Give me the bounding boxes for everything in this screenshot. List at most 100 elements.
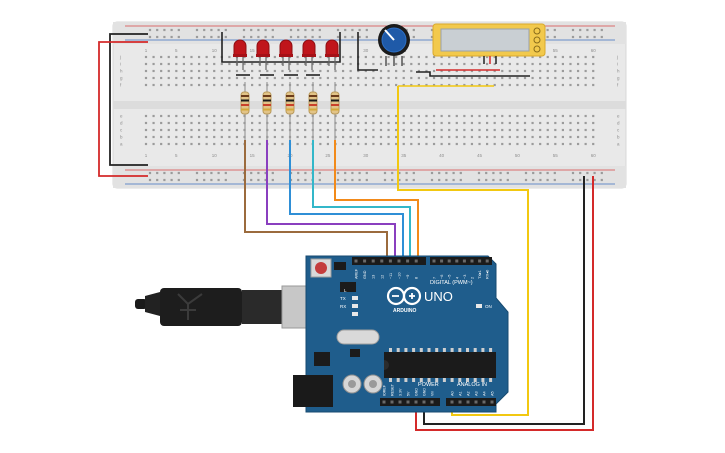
rail-hole (412, 35, 415, 39)
hole (235, 76, 239, 80)
potentiometer[interactable] (378, 24, 410, 66)
hole (554, 128, 557, 132)
hole (531, 62, 534, 66)
hole (190, 76, 193, 80)
hole (175, 121, 178, 125)
rail-hole (210, 28, 213, 32)
hole (235, 114, 239, 118)
hole (258, 121, 261, 125)
hole (523, 114, 527, 118)
hole (304, 135, 307, 139)
row-letter: i (617, 62, 618, 67)
row-letter: a (120, 142, 123, 147)
hole (167, 69, 170, 73)
hole (531, 83, 534, 87)
rail-hole (365, 178, 368, 182)
rail-hole (546, 171, 549, 175)
hole (584, 83, 587, 87)
hole (364, 83, 367, 87)
hole (349, 55, 352, 59)
hole (432, 55, 436, 59)
hole (205, 128, 208, 132)
hole (160, 121, 163, 125)
rail-hole (271, 35, 274, 39)
rail-hole (586, 178, 589, 182)
hole (205, 121, 208, 125)
hole (516, 114, 519, 118)
rail-hole (297, 171, 300, 175)
hole (493, 121, 496, 125)
hole (576, 69, 580, 73)
rail-hole (257, 28, 260, 32)
hole (160, 62, 163, 66)
hole (235, 83, 239, 87)
hole (319, 114, 322, 118)
hole (486, 62, 489, 66)
rail-hole (163, 171, 166, 175)
hole (576, 135, 580, 139)
hole (319, 142, 322, 146)
hole (251, 128, 254, 132)
rail-hole (289, 28, 293, 32)
hole (167, 76, 170, 80)
hole (395, 62, 398, 66)
rail-hole (600, 35, 603, 39)
column-number: 10 (212, 48, 218, 53)
hole (190, 114, 193, 118)
rail-hole (264, 28, 267, 32)
analog-header-label: ANALOG IN (457, 382, 487, 388)
hole (182, 76, 185, 80)
hole (251, 69, 254, 73)
hole (379, 76, 383, 80)
hole (364, 69, 367, 73)
power-pin-label: Vin (431, 391, 435, 396)
rail-hole (358, 171, 361, 175)
hole (296, 83, 299, 87)
hole (266, 62, 269, 66)
hole (508, 76, 511, 80)
hole (197, 76, 201, 80)
hole (592, 135, 595, 139)
rail-hole (203, 28, 206, 32)
hole (364, 121, 367, 125)
rail-hole (289, 35, 293, 39)
red-led (302, 39, 316, 70)
hole (379, 142, 383, 146)
hole (144, 121, 148, 125)
hole (296, 76, 299, 80)
atmega-chip (384, 352, 496, 378)
hole (152, 69, 155, 73)
hole (402, 76, 405, 80)
hole (220, 121, 223, 125)
hole (576, 142, 580, 146)
hole (561, 114, 564, 118)
power-pin-label: IOREF (383, 384, 387, 396)
hole (341, 69, 345, 73)
rail-hole (148, 35, 152, 39)
rail-hole (365, 28, 368, 32)
hole (235, 121, 239, 125)
hole (235, 142, 239, 146)
column-number: 15 (250, 153, 256, 158)
hole (440, 114, 443, 118)
hole (508, 128, 511, 132)
hole (220, 83, 223, 87)
hole (152, 114, 155, 118)
hole (440, 69, 443, 73)
row-letter: a (617, 142, 620, 147)
hole (561, 55, 564, 59)
digital-pin-label: 2 (471, 277, 475, 279)
hole (304, 128, 307, 132)
hole (592, 83, 595, 87)
wire-power (415, 176, 594, 431)
hole (220, 76, 223, 80)
column-number: 1 (145, 153, 148, 158)
digital-header-label: DIGITAL (PWM~) (430, 280, 473, 286)
hole (182, 114, 185, 118)
hole (144, 76, 148, 80)
rail-hole (264, 171, 267, 175)
row-letter: c (120, 128, 123, 133)
rail-hole (438, 171, 441, 175)
hole (417, 121, 420, 125)
